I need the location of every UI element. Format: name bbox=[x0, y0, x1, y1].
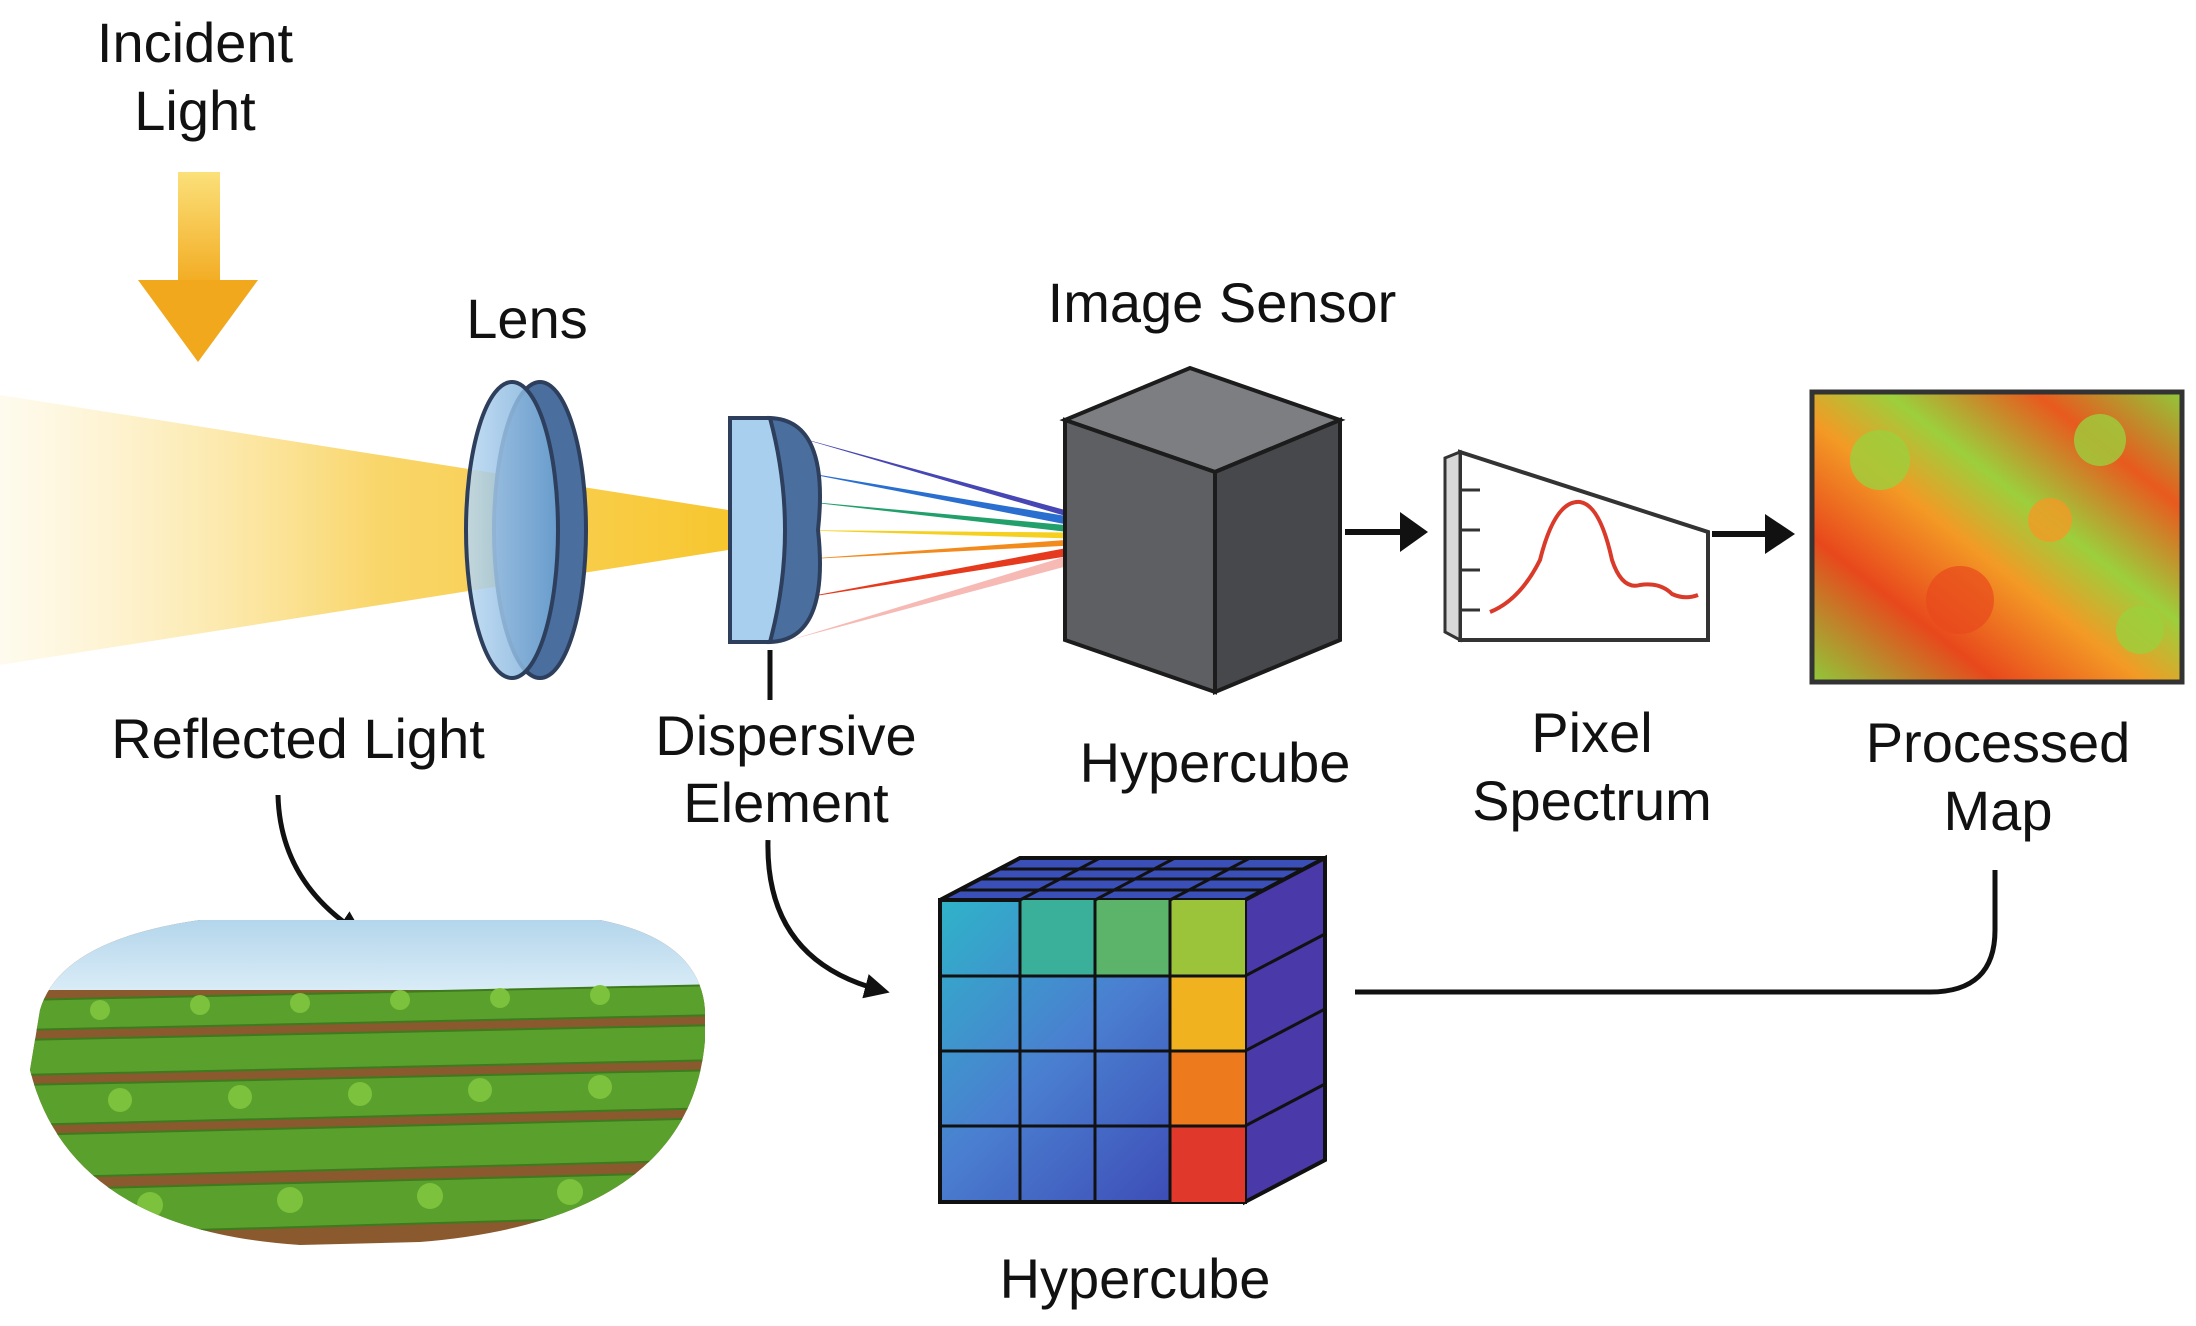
dispersive-element-icon bbox=[728, 415, 822, 645]
arrow-head-1 bbox=[1400, 512, 1428, 552]
dispersive-element-label-line2: Element bbox=[683, 771, 889, 834]
arrow-head-2 bbox=[1765, 514, 1795, 554]
arrow-reflected-to-field bbox=[275, 794, 364, 936]
hypercube-sensor-label: Hypercube bbox=[1080, 731, 1351, 794]
hypercube-icon bbox=[938, 854, 1327, 1206]
incident-light-label-line2: Light bbox=[134, 79, 256, 142]
dispersive-element-label-line1: Dispersive bbox=[655, 704, 916, 767]
incident-light-arrow-icon bbox=[138, 172, 258, 362]
connector-map-to-hypercube bbox=[1355, 870, 1998, 995]
pixel-spectrum-label-line1: Pixel bbox=[1531, 701, 1652, 764]
processed-map-label-line1: Processed bbox=[1866, 711, 2131, 774]
incident-light-label-line1: Incident bbox=[97, 11, 294, 74]
processed-map-icon bbox=[1809, 389, 2185, 685]
crop-field-image bbox=[30, 920, 705, 1245]
hypercube-bottom-label: Hypercube bbox=[1000, 1247, 1271, 1310]
pixel-spectrum-label-line2: Spectrum bbox=[1472, 769, 1712, 832]
reflected-light-label: Reflected Light bbox=[111, 707, 485, 770]
arrow-dispersive-to-hypercube bbox=[765, 839, 890, 999]
processed-map-label-line2: Map bbox=[1944, 779, 2053, 842]
light-beam bbox=[0, 395, 760, 665]
spectrum-fan bbox=[790, 435, 1120, 640]
lens-label: Lens bbox=[466, 287, 587, 350]
image-sensor-cube-icon bbox=[1059, 365, 1346, 695]
pixel-spectrum-chart-icon bbox=[1443, 449, 1710, 643]
lens-icon bbox=[464, 380, 588, 680]
image-sensor-label: Image Sensor bbox=[1048, 271, 1397, 334]
